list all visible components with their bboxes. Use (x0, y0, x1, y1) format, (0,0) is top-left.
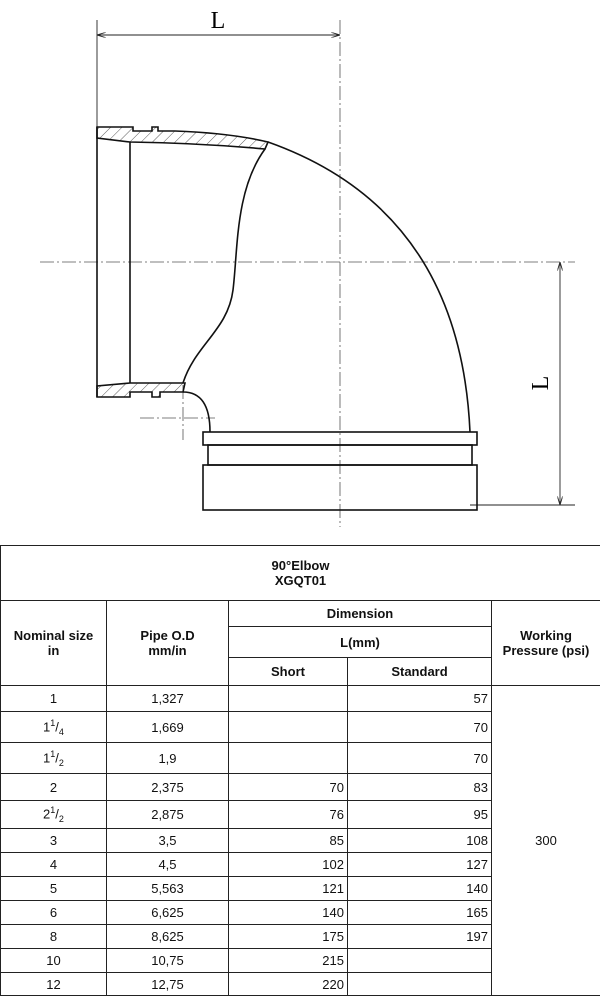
cell-standard: 95 (348, 801, 492, 829)
cell-pipe-od: 6,625 (107, 901, 229, 925)
cell-standard: 197 (348, 925, 492, 949)
cell-nominal-size: 8 (1, 925, 107, 949)
cell-nominal-size: 5 (1, 877, 107, 901)
cell-nominal-size: 2 (1, 774, 107, 801)
cell-working-pressure: 300 (492, 686, 600, 996)
cell-nominal-size: 6 (1, 901, 107, 925)
cell-short: 175 (229, 925, 348, 949)
model-text: XGQT01 (275, 573, 326, 588)
cell-pipe-od: 12,75 (107, 973, 229, 996)
cell-pipe-od: 10,75 (107, 949, 229, 973)
cell-pipe-od: 1,669 (107, 712, 229, 743)
cell-pipe-od: 2,875 (107, 801, 229, 829)
cell-nominal-size: 4 (1, 853, 107, 877)
cell-short: 140 (229, 901, 348, 925)
cell-short: 102 (229, 853, 348, 877)
cell-standard (348, 973, 492, 996)
cell-pipe-od: 1,327 (107, 686, 229, 712)
cell-standard: 57 (348, 686, 492, 712)
cell-standard: 70 (348, 743, 492, 774)
cell-pipe-od: 3,5 (107, 829, 229, 853)
cell-nominal-size: 3 (1, 829, 107, 853)
cell-short: 215 (229, 949, 348, 973)
cell-standard: 108 (348, 829, 492, 853)
cell-short: 70 (229, 774, 348, 801)
dimension-label-right: L (528, 376, 554, 391)
cell-nominal-size: 11/2 (1, 743, 107, 774)
elbow-technical-drawing: L L (0, 0, 600, 545)
cell-nominal-size: 1 (1, 686, 107, 712)
cell-short: 121 (229, 877, 348, 901)
cell-standard: 70 (348, 712, 492, 743)
cell-short (229, 686, 348, 712)
cell-standard: 140 (348, 877, 492, 901)
header-standard: Standard (348, 658, 492, 686)
cell-pipe-od: 8,625 (107, 925, 229, 949)
title-text: 90°Elbow (272, 558, 330, 573)
cell-nominal-size: 10 (1, 949, 107, 973)
cell-standard: 165 (348, 901, 492, 925)
cell-standard: 127 (348, 853, 492, 877)
header-l-mm: L(mm) (229, 627, 492, 658)
cell-short (229, 712, 348, 743)
cell-short (229, 743, 348, 774)
cell-pipe-od: 2,375 (107, 774, 229, 801)
cell-short: 220 (229, 973, 348, 996)
cell-short: 85 (229, 829, 348, 853)
center-lines (40, 20, 575, 527)
cell-nominal-size: 12 (1, 973, 107, 996)
elbow-outline (97, 127, 477, 510)
cell-standard: 83 (348, 774, 492, 801)
header-short: Short (229, 658, 348, 686)
cell-pipe-od: 4,5 (107, 853, 229, 877)
cell-pipe-od: 1,9 (107, 743, 229, 774)
cell-nominal-size: 11/4 (1, 712, 107, 743)
dimension-label-top: L (211, 8, 226, 34)
cell-short: 76 (229, 801, 348, 829)
cell-standard (348, 949, 492, 973)
header-dimension: Dimension (229, 601, 492, 627)
cell-pipe-od: 5,563 (107, 877, 229, 901)
cell-nominal-size: 21/2 (1, 801, 107, 829)
